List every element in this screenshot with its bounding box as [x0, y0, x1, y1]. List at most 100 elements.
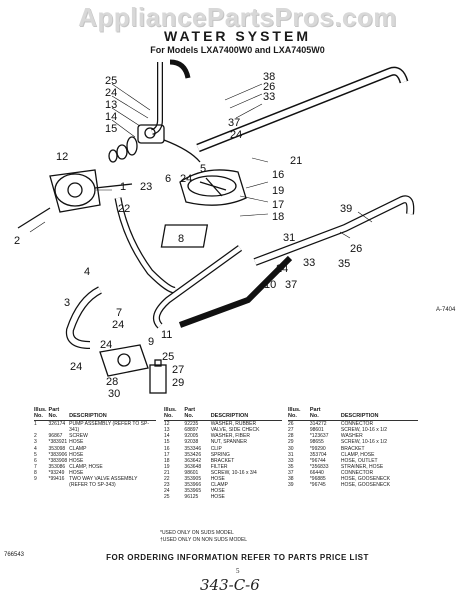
part-no-cell: 314272 — [309, 421, 327, 428]
description-cell: SCREW — [69, 433, 88, 440]
illus-no-cell: 33 — [288, 457, 294, 464]
description-cell: CLAMP — [69, 445, 87, 452]
header-illus-no: Illus.No. — [288, 407, 310, 422]
part-no-cell: 353905 — [184, 476, 202, 483]
svg-text:29: 29 — [172, 377, 184, 389]
illus-no-cell: 23 — [164, 482, 170, 489]
illus-no-cell: 28 — [288, 433, 294, 440]
description-cell: HOSE, GOOSENECK — [340, 476, 391, 483]
svg-text:13: 13 — [105, 99, 117, 111]
svg-text:17: 17 — [272, 199, 284, 211]
diagram-subtitle: For Models LXA7400W0 and LXA7405W0 — [150, 45, 325, 55]
svg-text:2: 2 — [14, 235, 20, 247]
part-no-cell: *383908 — [48, 457, 68, 464]
page-number: 5 — [236, 567, 240, 575]
svg-text:9: 9 — [148, 336, 154, 348]
header-illus-no: Illus.No. — [164, 407, 185, 422]
illus-no-cell: 30 — [288, 445, 294, 452]
description-cell: BRACKET — [210, 457, 235, 464]
part-no-cell: 92235 — [184, 421, 199, 428]
description-cell: HOSE — [210, 488, 225, 495]
header-description: DESCRIPTION — [210, 407, 282, 422]
part-no-cell: *96885 — [309, 476, 326, 483]
description-cell: SCREW, 10-16 x 1/2 — [340, 427, 388, 434]
watermark: AppliancePartsPros.com — [78, 2, 397, 32]
svg-text:6: 6 — [165, 173, 171, 185]
svg-text:33: 33 — [263, 91, 275, 103]
part-no-cell: 363648 — [184, 463, 202, 470]
description-cell: FILTER — [210, 463, 228, 470]
part-no-cell: 353704 — [309, 451, 327, 458]
callout-numbers: 25 24 13 14 15 1 2 22 23 24 6 37 24 38 2… — [14, 71, 362, 400]
illus-no-cell: 6 — [34, 457, 37, 464]
part-no-cell: 363642 — [184, 457, 202, 464]
description-cell: HOSE, OUTLET — [340, 457, 378, 464]
illus-no-cell: 29 — [288, 439, 294, 446]
svg-text:28: 28 — [106, 376, 118, 388]
svg-text:24: 24 — [112, 319, 124, 331]
diagram-linework — [17, 59, 415, 394]
illus-no-cell: 27 — [288, 427, 294, 434]
description-cell: SPRING — [210, 451, 230, 458]
illus-no-cell: 9 — [34, 476, 37, 483]
description-cell: WASHER, FIBER — [210, 433, 250, 440]
description-cell: STRAINER, HOSE — [340, 463, 384, 470]
description-cell: WASHER, RUBBER — [210, 421, 257, 428]
svg-text:12: 12 — [56, 151, 68, 163]
description-cell: NUT, SPANNER — [210, 439, 247, 446]
figure-code: A-7404 — [436, 307, 456, 313]
svg-text:26: 26 — [263, 81, 275, 93]
illus-no-cell: 14 — [164, 433, 170, 440]
svg-text:38: 38 — [263, 71, 275, 83]
svg-text:24: 24 — [105, 87, 117, 99]
description-cell: HOSE — [69, 469, 84, 476]
illus-no-cell: 16 — [164, 445, 170, 452]
illus-no-cell: 22 — [164, 476, 170, 483]
table-row: 22 353905 HOSE — [164, 476, 282, 482]
part-no-cell: *99416 — [48, 476, 65, 483]
description-cell: VALVE, SIDE CHECK — [210, 427, 260, 434]
svg-text:22: 22 — [118, 203, 130, 215]
svg-text:35: 35 — [338, 258, 350, 270]
svg-text:14: 14 — [105, 111, 117, 123]
illus-no-cell: 37 — [288, 469, 294, 476]
svg-text:5: 5 — [200, 163, 206, 175]
description-cell: HOSE, GOOSENECK — [340, 482, 391, 489]
footnote-suds: *USED ONLY ON SUDS MODEL — [160, 530, 234, 536]
description-cell: HOSE — [69, 451, 84, 458]
illus-no-cell: 3 — [34, 439, 37, 446]
illus-no-cell: 24 — [164, 488, 170, 495]
document-id: 766543 — [4, 552, 25, 558]
illus-no-cell: 21 — [164, 469, 170, 476]
illus-no-cell: 35 — [288, 463, 294, 470]
description-cell: HOSE — [210, 476, 225, 483]
svg-text:10: 10 — [264, 279, 276, 291]
illus-no-cell: 31 — [288, 451, 294, 458]
illus-no-cell: 17 — [164, 451, 170, 458]
svg-text:30: 30 — [108, 388, 120, 400]
part-no-cell: 353086 — [48, 463, 66, 470]
svg-text:24: 24 — [230, 129, 242, 141]
illus-no-cell: 39 — [288, 482, 294, 489]
svg-text:27: 27 — [172, 364, 184, 376]
illus-no-cell: 7 — [34, 463, 37, 470]
description-cell: CONNECTOR — [340, 421, 374, 428]
header-illus-no: Illus.No. — [34, 407, 49, 422]
description-cell: PUMP ASSEMBLY (REFER TO SP-341) — [69, 421, 150, 434]
svg-text:11: 11 — [161, 329, 172, 341]
